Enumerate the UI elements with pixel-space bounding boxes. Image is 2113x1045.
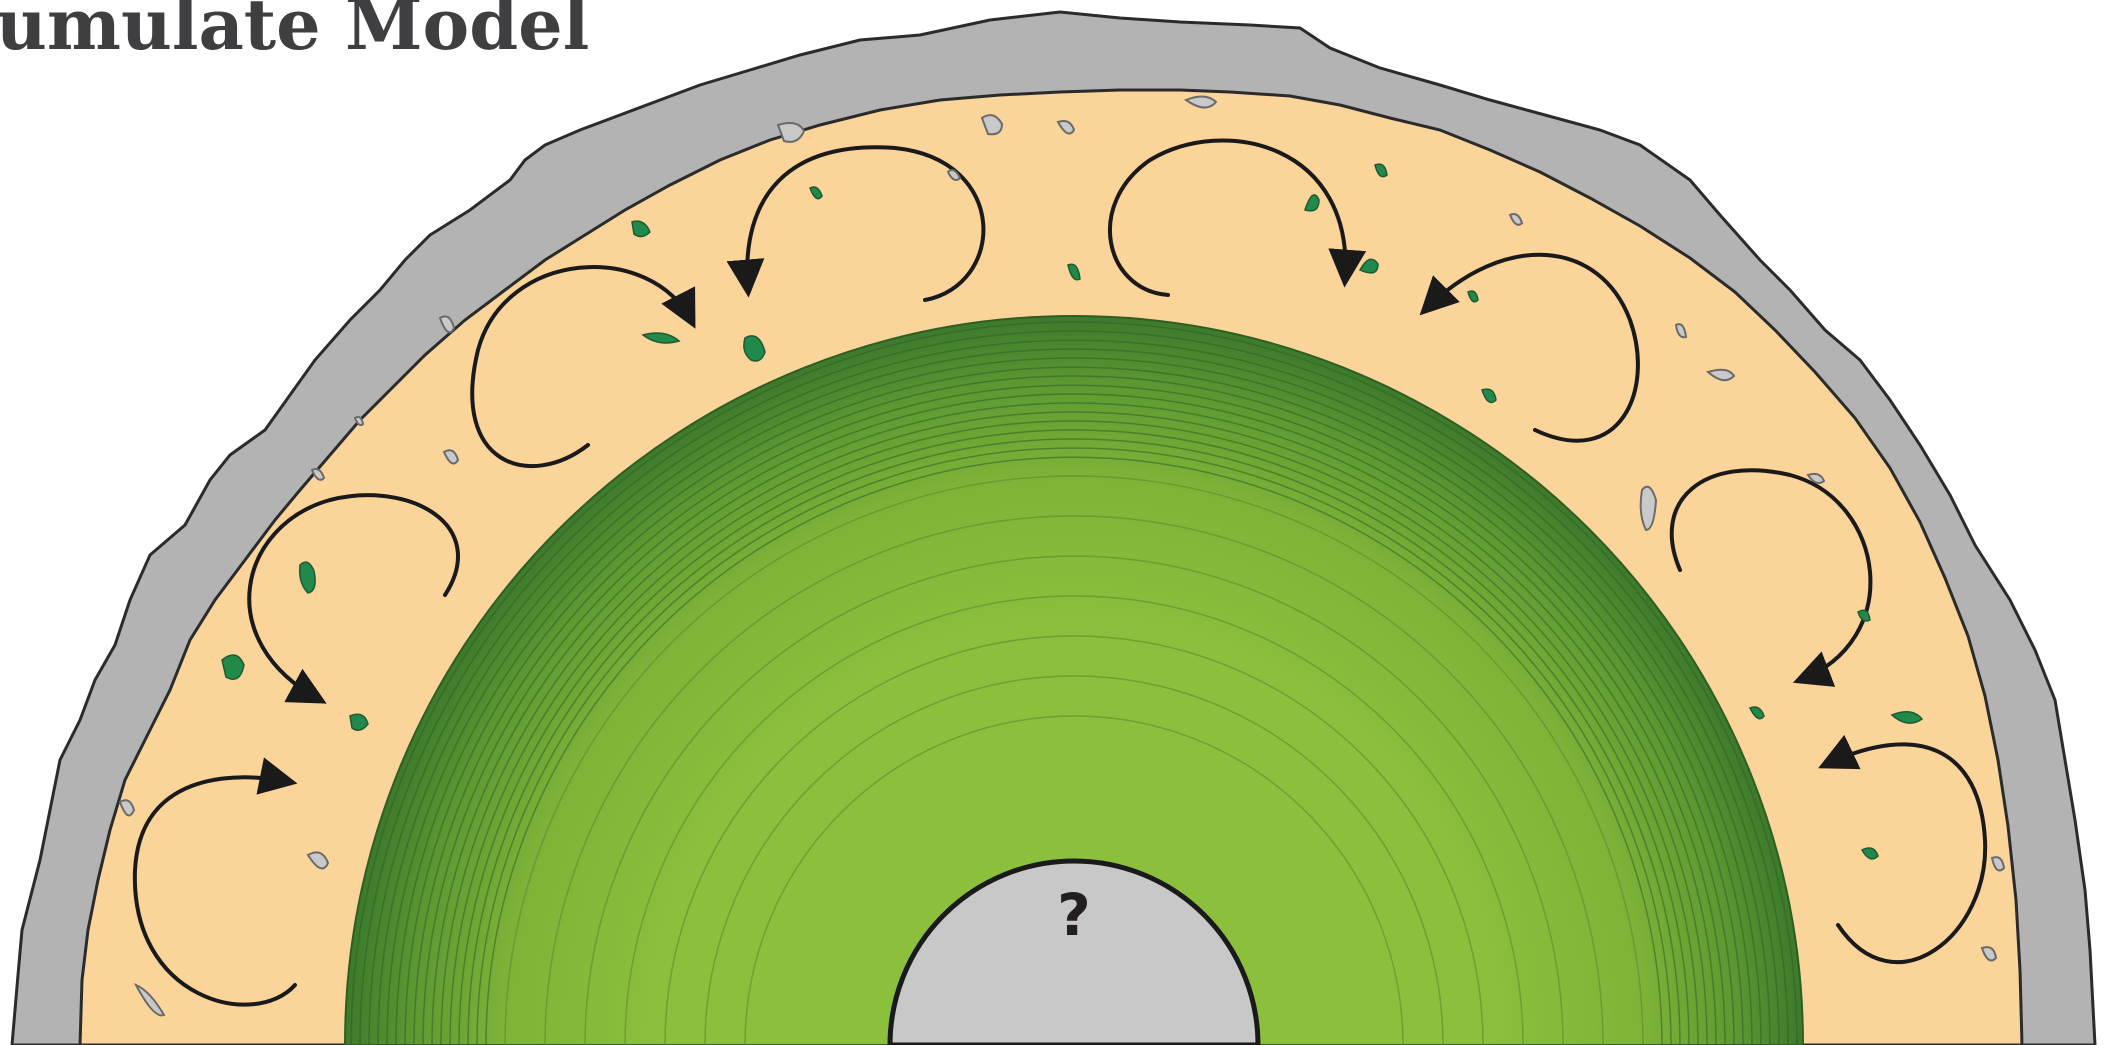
core-label: ? — [1057, 881, 1091, 949]
olivine-crystal-icon — [222, 655, 244, 679]
